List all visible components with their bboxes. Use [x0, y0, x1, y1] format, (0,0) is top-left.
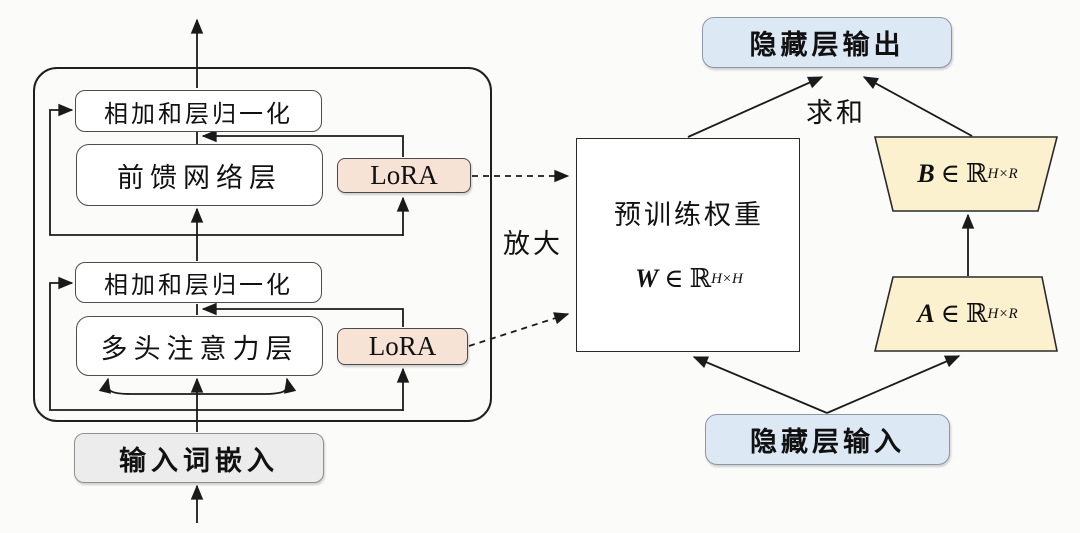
- a-symbol: A: [917, 299, 935, 328]
- matrix-a-trapezoid: [873, 276, 1058, 352]
- element-of-symbol: ∈: [664, 264, 684, 293]
- feed-forward-box: 前馈网络层: [76, 144, 323, 206]
- a-exponent: H×R: [987, 305, 1018, 322]
- residual-block2: [49, 276, 403, 411]
- arrow-w-to-output: [687, 76, 824, 138]
- b-exponent: H×R: [987, 165, 1018, 182]
- w-symbol: W: [635, 264, 659, 293]
- element-of-symbol: ∈: [940, 159, 960, 188]
- arrow-input-to-w: [692, 356, 828, 414]
- sum-label: 求和: [806, 97, 866, 128]
- qkv-split-curve: [98, 377, 297, 395]
- transformer-block-outline: [33, 67, 492, 422]
- residual-block1: [49, 103, 403, 236]
- lora-ffn-box: LoRA: [337, 158, 471, 193]
- arrow-lora-ffn-out: [201, 129, 404, 157]
- real-set-symbol: ℝ: [689, 264, 712, 293]
- multi-head-attention-box: 多头注意力层: [76, 316, 323, 376]
- magnify-label: 放大: [503, 228, 563, 259]
- hidden-output-box: 隐藏层输出: [702, 17, 952, 68]
- add-norm-1-box: 相加和层归一化: [75, 90, 322, 132]
- w-exponent: H×H: [711, 270, 743, 287]
- element-of-symbol: ∈: [940, 299, 960, 328]
- arrow-lora-attn-out: [201, 302, 404, 327]
- real-set-symbol: ℝ: [965, 299, 988, 328]
- input-embedding-box: 输入词嵌入: [74, 433, 324, 483]
- real-set-symbol: ℝ: [965, 159, 988, 188]
- arrow-input-to-a: [826, 355, 961, 414]
- add-norm-2-box: 相加和层归一化: [75, 262, 322, 303]
- matrix-b-trapezoid: [873, 136, 1059, 212]
- lora-attention-box: LoRA: [337, 328, 468, 365]
- pretrained-weight-title: 预训练权重: [614, 199, 764, 230]
- hidden-input-box: 隐藏层输入: [705, 414, 950, 465]
- arrow-b-to-output: [862, 76, 973, 137]
- b-symbol: B: [917, 159, 935, 188]
